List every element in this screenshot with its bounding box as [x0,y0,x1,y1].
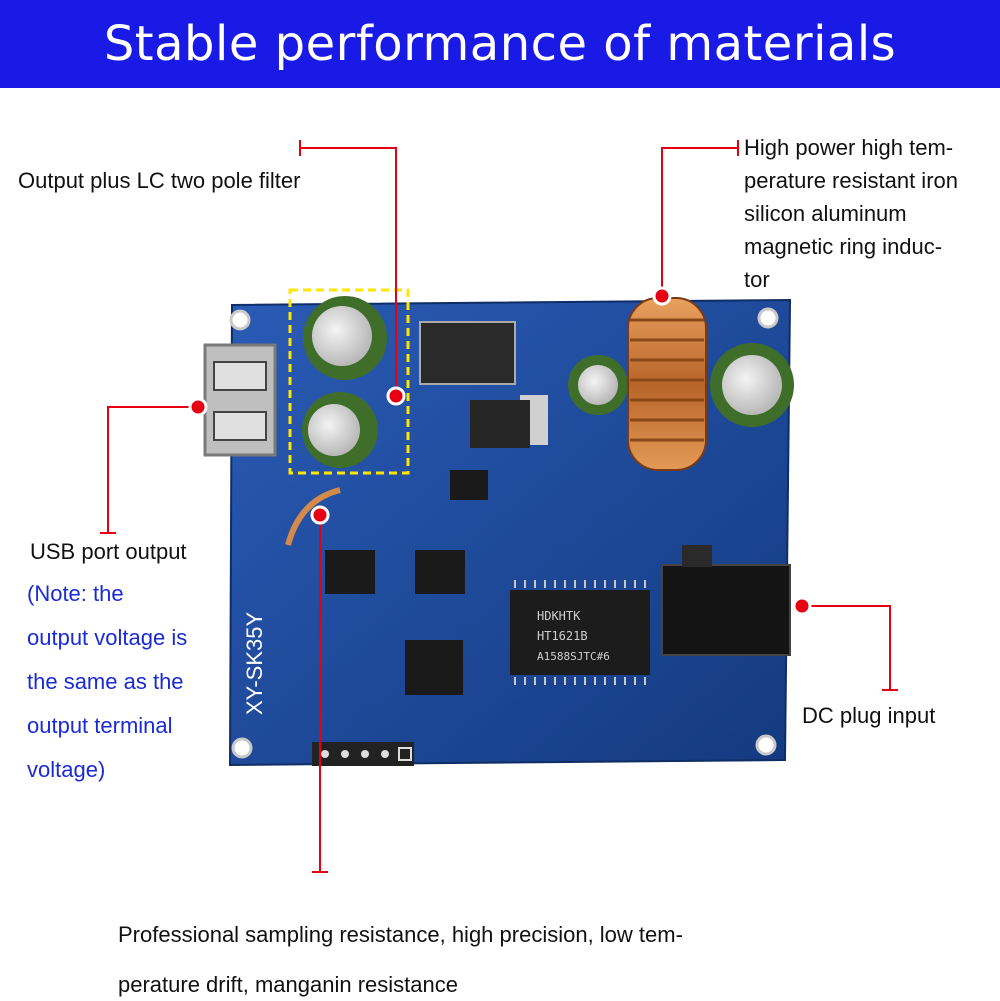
note-line-3: the same as the [27,669,184,694]
callout-inductor-line-1: High power high tem- [744,135,954,160]
note-line-2: output voltage is [27,625,188,650]
callout-sampling-line-1: Professional sampling resistance, high p… [118,922,683,947]
note-line-1: (Note: the [27,581,124,606]
note-line-5: voltage) [27,757,106,782]
callout-usb: USB port output [30,539,187,564]
chip-line-1: HDKHTK [537,609,581,623]
banner-title: Stable performance of materials [103,16,897,72]
chip-line-2: HT1621B [537,629,588,643]
callout-dc-plug: DC plug input [802,703,936,728]
silkscreen-label: XY-SK35Y [242,612,267,715]
callout-inductor-line-5: tor [744,267,770,292]
callout-sampling-line-2: perature drift, manganin resistance [118,972,458,997]
callout-inductor-line-4: magnetic ring induc- [744,234,943,259]
note-line-4: output terminal [27,713,173,738]
chip-line-3: A1588SJTC#6 [537,650,610,663]
callout-lc-filter: Output plus LC two pole filter [18,168,301,193]
header-banner: Stable performance of materials [0,0,1000,88]
callout-inductor-line-2: perature resistant iron [744,168,958,193]
callout-inductor-line-3: silicon aluminum [744,201,907,226]
